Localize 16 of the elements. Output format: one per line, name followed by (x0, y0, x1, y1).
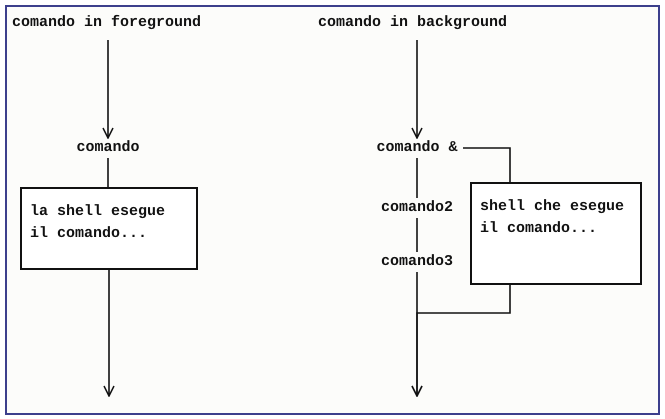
command-label: comando (68, 138, 148, 158)
heading-label: comando in background (318, 13, 508, 33)
arrow (103, 270, 115, 397)
connector-line (107, 158, 109, 187)
command-label: comando3 (375, 252, 459, 272)
command-label: comando & (371, 138, 463, 158)
heading-label: comando in foreground (12, 13, 202, 33)
process-box: la shell esegue il comando... (20, 187, 198, 270)
process-box: shell che esegue il comando... (470, 182, 642, 285)
connector-line (416, 218, 418, 252)
connector-line (463, 147, 511, 182)
command-label: comando2 (375, 198, 459, 218)
arrow (102, 40, 114, 139)
connector-line (416, 158, 418, 198)
arrow (411, 285, 511, 397)
arrow (411, 40, 423, 139)
